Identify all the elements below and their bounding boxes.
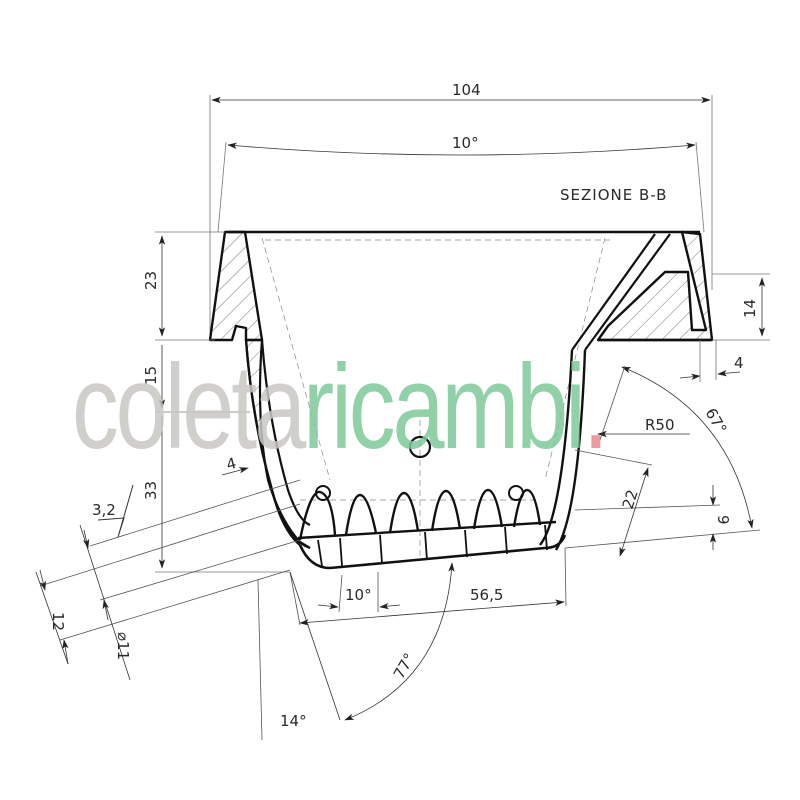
section-title: SEZIONE B-B [560, 186, 667, 204]
dim-right-small-label: 9 [714, 515, 732, 525]
dim-bottom-angle-label: 10° [345, 586, 372, 604]
dimension-right-slant: 22 9 [564, 449, 761, 557]
dim-small-offset-label: 4 [224, 454, 238, 474]
dim-left-gap-label: 12 [49, 612, 67, 631]
dim-right-angle-label: 67° [702, 405, 731, 437]
dim-flange-height-label: 23 [142, 271, 160, 290]
dim-right-slant-label: 22 [619, 488, 642, 512]
dim-bottom-left-angle-label: 14° [280, 712, 307, 730]
dimension-left-verticals: 23 15 33 [142, 231, 290, 573]
surface-finish-label: 3,2 [92, 501, 116, 519]
dim-radius-label: R50 [645, 416, 675, 434]
dimension-right-flange: 14 4 [679, 273, 770, 382]
hidden-lines [261, 237, 610, 560]
dimension-left-slant: 3,2 12 ⌀11 4 [35, 454, 301, 681]
dim-body-height-label: 33 [142, 481, 160, 500]
dimension-overall-width: 104 [209, 81, 713, 340]
dim-right-offset-label: 4 [734, 354, 744, 372]
dim-overall-width-label: 104 [452, 81, 481, 99]
dim-bottom-length-label: 56,5 [470, 586, 503, 604]
dim-hole-diameter-label: ⌀11 [114, 632, 132, 660]
dim-top-angle-label: 10° [452, 134, 479, 152]
dimension-bottom: 10° 56,5 77° 14° [257, 547, 567, 741]
dim-wall-section-label: 15 [142, 366, 160, 385]
dim-right-flange-height-label: 14 [741, 299, 759, 318]
dimension-top-angle: 10° [217, 134, 705, 233]
part-section [208, 230, 714, 570]
dim-bottom-arc-angle-label: 77° [390, 650, 419, 682]
